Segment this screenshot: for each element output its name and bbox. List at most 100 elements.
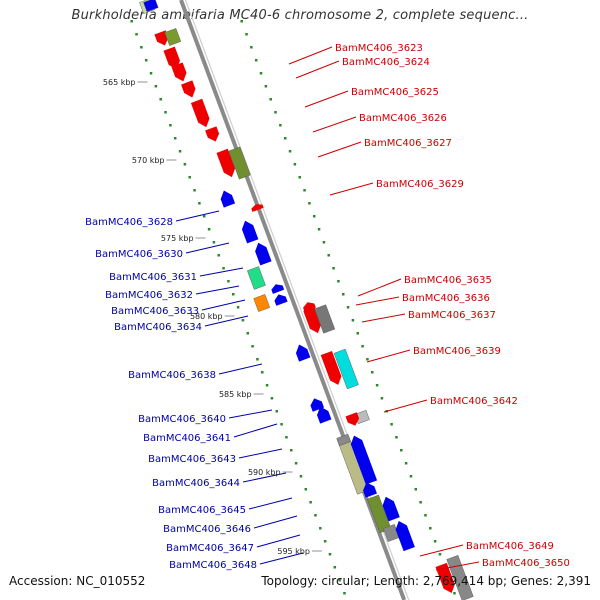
leader-line-reverse (175, 210, 220, 222)
tick-dot (438, 553, 442, 556)
gene-arrow-forward (181, 80, 196, 98)
gene-arrow-reverse (395, 520, 415, 552)
gene-feature (363, 482, 377, 498)
gene-box (228, 146, 251, 180)
tick-dot (240, 20, 243, 23)
tick-dot (270, 397, 274, 400)
leader-line-reverse (218, 363, 263, 375)
gene-feature (205, 126, 220, 142)
tick-dot (217, 254, 220, 257)
gene-arrow-reverse (317, 406, 332, 424)
tick-dot (193, 189, 196, 192)
kbp-tick-label: 565 kbp (103, 78, 136, 87)
gene-arrow-forward (320, 350, 342, 385)
gene-labels: BamMC406_3623BamMC406_3624BamMC406_3625B… (85, 43, 570, 571)
tick-dot (356, 332, 360, 335)
tick-dot (275, 410, 279, 413)
tick-dot (290, 449, 293, 452)
gene-label-reverse: BamMC406_3647 (166, 543, 254, 554)
tick-dot (269, 98, 272, 101)
gene-label-reverse: BamMC406_3646 (163, 524, 251, 535)
tick-dot (341, 293, 345, 296)
gene-feature (435, 562, 455, 594)
tick-dot (304, 488, 308, 491)
gene-arrow-forward (216, 148, 236, 178)
tick-dot (178, 150, 182, 153)
leader-line-forward (304, 90, 349, 108)
gene-feature (271, 284, 285, 294)
tick-dot (395, 436, 398, 439)
tick-dot (314, 514, 317, 517)
tick-dot (323, 540, 327, 543)
gene-label-reverse: BamMC406_3630 (95, 249, 183, 260)
tick-dot (332, 267, 335, 270)
gene-arrow-reverse (255, 242, 272, 266)
tick-dot (144, 59, 148, 62)
tick-dot (149, 72, 153, 75)
gene-feature (255, 242, 272, 266)
gene-feature (171, 62, 187, 82)
leader-line-forward (288, 46, 333, 65)
gene-arrow-reverse (295, 344, 311, 362)
gene-label-reverse: BamMC406_3632 (105, 290, 193, 301)
tick-dot (429, 527, 432, 530)
tick-dot (390, 423, 393, 426)
gene-label-forward: BamMC406_3637 (408, 310, 496, 321)
gene-feature (190, 98, 210, 128)
tick-dot (274, 111, 277, 114)
tick-dot (259, 72, 263, 75)
gene-label-forward: BamMC406_3635 (404, 275, 492, 286)
tick-dot (294, 462, 298, 465)
tick-dot (283, 137, 287, 140)
tick-dot (333, 566, 337, 569)
gene-label-reverse: BamMC406_3634 (114, 322, 202, 333)
tick-dot (198, 202, 201, 205)
tick-dot (312, 215, 316, 218)
tick-dot (375, 384, 379, 387)
tick-dot (366, 358, 369, 361)
leader-line-forward (312, 116, 357, 133)
leader-line-reverse (248, 497, 293, 510)
gene-box (314, 304, 336, 334)
tick-dot (453, 592, 456, 595)
gene-feature (274, 294, 288, 306)
gene-feature (164, 28, 182, 46)
leader-line-reverse (238, 448, 283, 459)
leader-line-forward (317, 141, 362, 158)
leader-line-reverse (253, 515, 298, 529)
accession-text: Accession: NC_010552 (9, 574, 146, 588)
gene-label-reverse: BamMC406_3648 (169, 560, 257, 571)
gene-label-forward: BamMC406_3650 (482, 558, 570, 569)
tick-dot (298, 176, 301, 179)
gene-label-forward: BamMC406_3627 (364, 138, 452, 149)
tick-dot (322, 241, 326, 244)
tick-dot (433, 540, 437, 543)
tick-dot (183, 163, 187, 166)
tick-dot (261, 371, 264, 374)
gene-feature (333, 348, 359, 390)
gene-label-forward: BamMC406_3623 (335, 43, 423, 54)
gene-arrow-reverse (363, 482, 377, 498)
leader-line-forward (361, 313, 406, 323)
tick-dot (285, 436, 288, 439)
tick-dot (303, 189, 306, 192)
gene-feature (220, 190, 236, 208)
gene-arrow-forward (154, 30, 169, 46)
tick-dot (164, 111, 167, 114)
leader-line-reverse (256, 534, 301, 548)
tick-dot (140, 46, 143, 49)
leader-line-reverse (199, 267, 244, 277)
gene-feature (181, 80, 196, 98)
tick-dot (337, 280, 340, 283)
leader-line-forward (383, 399, 428, 413)
leader-line-forward (435, 561, 480, 571)
gene-box (247, 266, 266, 290)
leader-line-reverse (228, 409, 273, 419)
gene-feature (216, 148, 236, 178)
gene-label-forward: BamMC406_3625 (351, 87, 439, 98)
tick-dot (327, 254, 330, 257)
gene-arrow-forward (205, 126, 220, 142)
gene-feature (314, 304, 336, 334)
tick-dot (371, 371, 374, 374)
